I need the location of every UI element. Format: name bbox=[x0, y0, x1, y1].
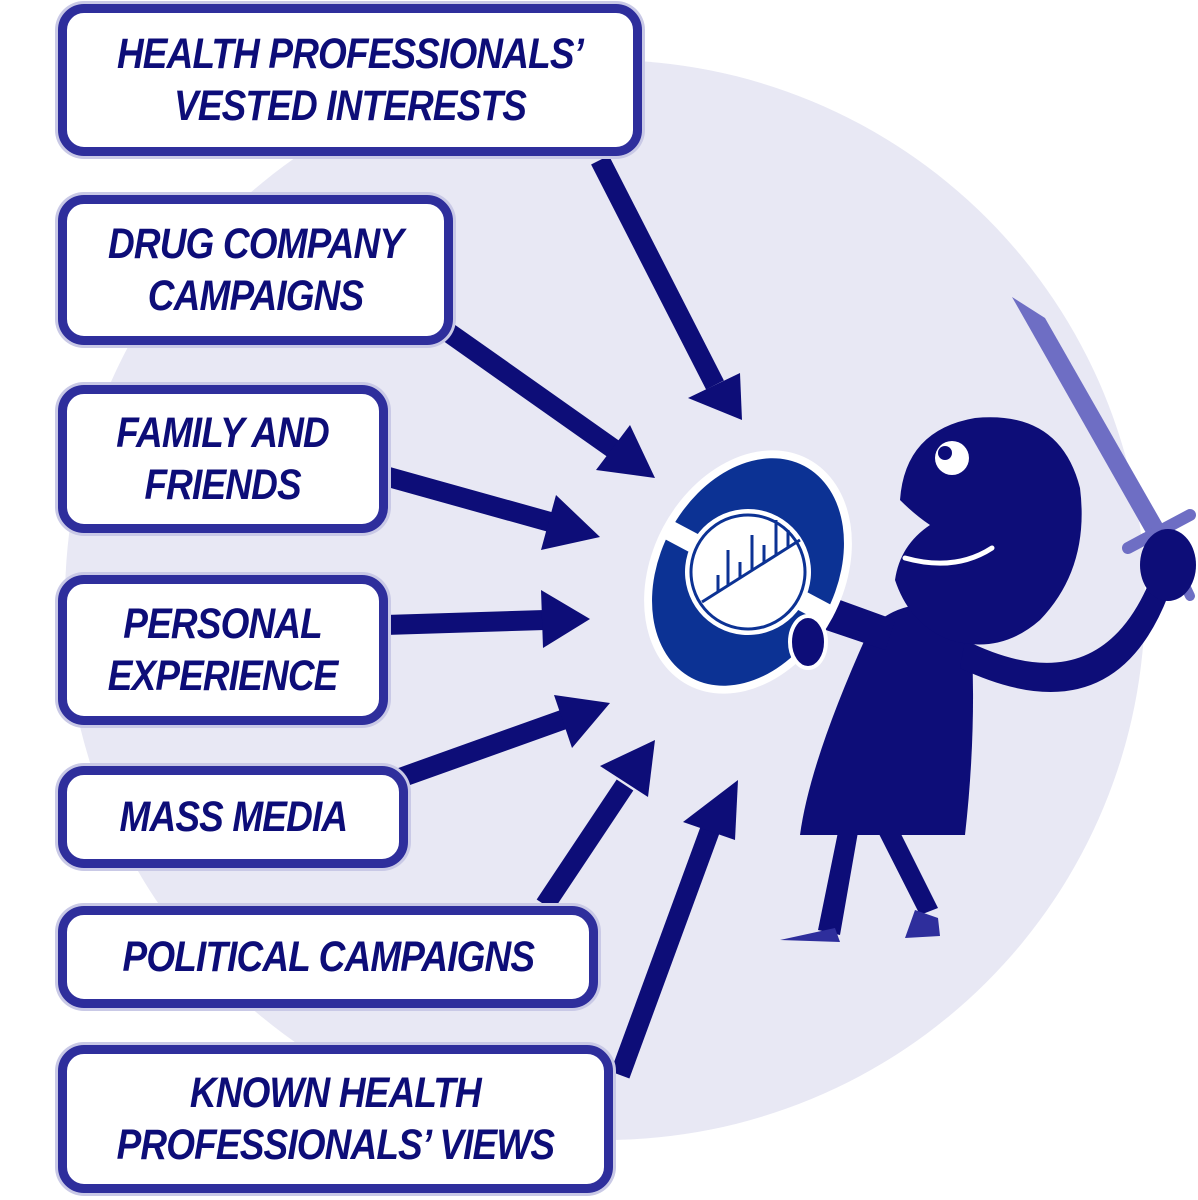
box-label-line: POLITICAL CAMPAIGNS bbox=[122, 933, 535, 981]
box-health-professionals-vested-interests: HEALTH PROFESSIONALS’ VESTED INTERESTS bbox=[58, 4, 642, 156]
arrow-political-campaigns bbox=[536, 740, 655, 911]
scale-chart-icon bbox=[701, 520, 801, 604]
box-label-line: FRIENDS bbox=[144, 461, 302, 509]
box-drug-company-campaigns: DRUG COMPANY CAMPAIGNS bbox=[58, 195, 453, 345]
box-label-line: FAMILY AND bbox=[116, 409, 330, 457]
box-label-line: CAMPAIGNS bbox=[147, 272, 364, 320]
box-label: DRUG COMPANY CAMPAIGNS bbox=[107, 218, 404, 322]
person-figure bbox=[780, 417, 1196, 942]
box-label-line: VESTED INTERESTS bbox=[173, 82, 527, 130]
box-label-line: EXPERIENCE bbox=[108, 652, 339, 700]
arrow-health-professionals-interests bbox=[591, 155, 742, 420]
figure-smile bbox=[902, 545, 995, 566]
arrow-known-views bbox=[610, 780, 738, 1079]
arrow-drug-company bbox=[439, 321, 655, 478]
box-label-line: PROFESSIONALS’ VIEWS bbox=[116, 1121, 555, 1169]
figure-shield-hand bbox=[788, 614, 828, 670]
box-label-line: DRUG COMPANY bbox=[107, 220, 404, 268]
box-family-and-friends: FAMILY AND FRIENDS bbox=[58, 385, 388, 533]
box-label: HEALTH PROFESSIONALS’ VESTED INTERESTS bbox=[116, 28, 584, 132]
arrow-personal-experience bbox=[384, 590, 590, 648]
figure-body bbox=[800, 604, 974, 835]
box-label-line: MASS MEDIA bbox=[119, 793, 348, 841]
arrow-family-friends bbox=[382, 466, 600, 550]
figure-raised-arm bbox=[960, 585, 1168, 692]
box-label: KNOWN HEALTH PROFESSIONALS’ VIEWS bbox=[117, 1067, 555, 1171]
box-label-line: PERSONAL bbox=[123, 600, 323, 648]
arrows bbox=[382, 155, 742, 1079]
box-known-health-professionals-views: KNOWN HEALTH PROFESSIONALS’ VIEWS bbox=[58, 1045, 613, 1193]
figure-pupil bbox=[938, 446, 952, 460]
box-label-line: KNOWN HEALTH bbox=[190, 1069, 482, 1117]
figure-sword-hand bbox=[1140, 529, 1196, 601]
figure-feet bbox=[780, 910, 940, 942]
figure-legs bbox=[818, 832, 938, 935]
box-label: FAMILY AND FRIENDS bbox=[117, 407, 330, 511]
arrow-mass-media bbox=[396, 695, 610, 788]
figure-eye bbox=[935, 441, 969, 475]
box-label: PERSONAL EXPERIENCE bbox=[108, 598, 339, 702]
box-mass-media: MASS MEDIA bbox=[58, 766, 408, 868]
box-label: MASS MEDIA bbox=[119, 791, 348, 843]
box-political-campaigns: POLITICAL CAMPAIGNS bbox=[58, 906, 598, 1008]
box-label: POLITICAL CAMPAIGNS bbox=[122, 931, 535, 983]
figure-head bbox=[895, 417, 1082, 645]
box-label-line: HEALTH PROFESSIONALS’ bbox=[116, 30, 584, 78]
box-personal-experience: PERSONAL EXPERIENCE bbox=[58, 575, 388, 725]
